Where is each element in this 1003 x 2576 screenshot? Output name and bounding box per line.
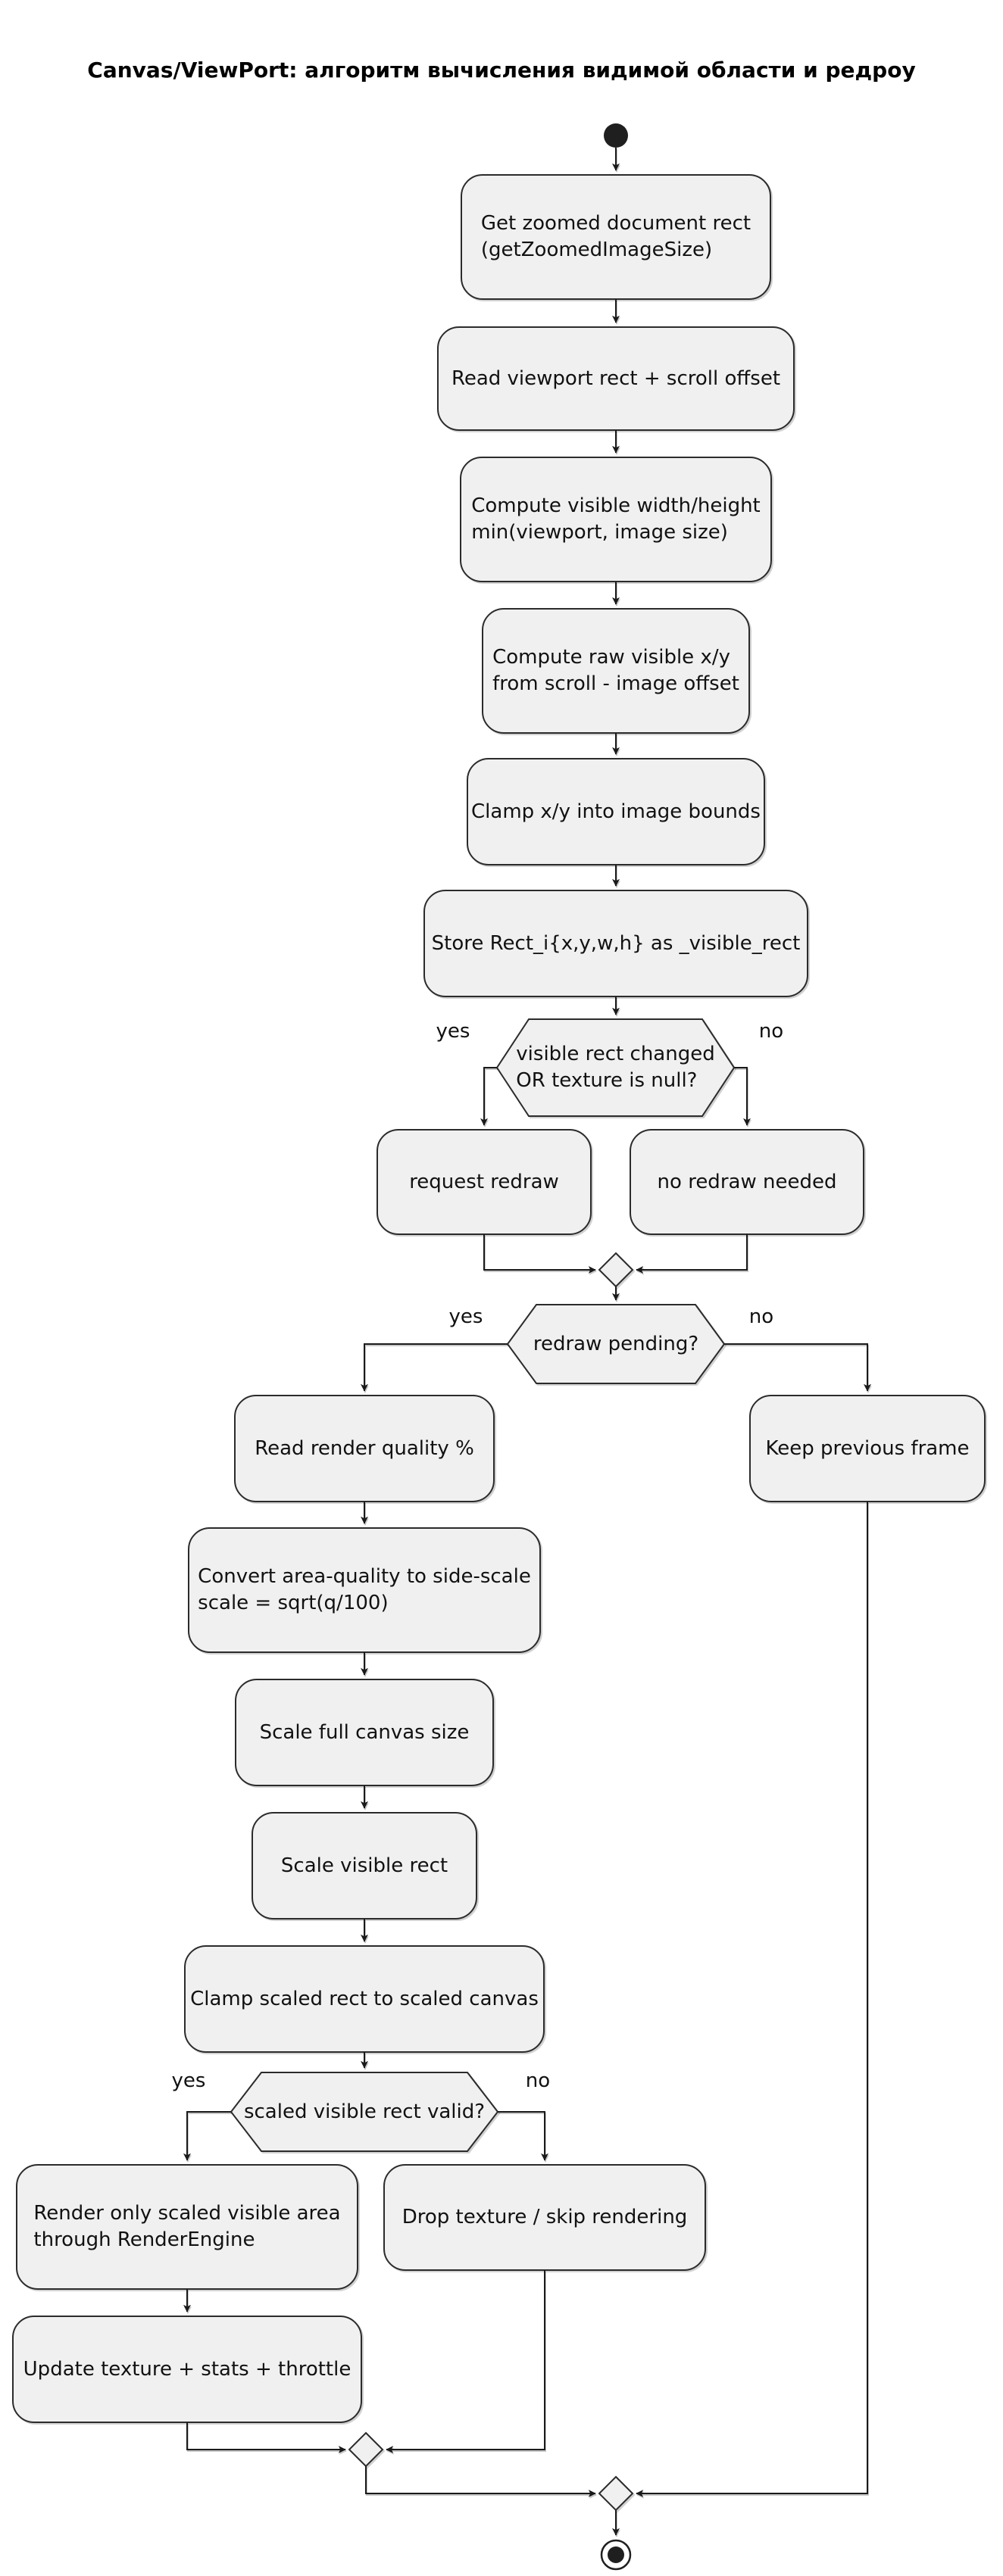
box-read-viewport — [437, 326, 795, 431]
merge-diamond-final — [598, 2475, 634, 2512]
box-drop-texture — [383, 2164, 706, 2271]
box-scale-visible — [252, 1812, 477, 1920]
box-read-quality — [234, 1395, 495, 1502]
box-update-texture — [12, 2316, 362, 2423]
box-keep-frame — [749, 1395, 986, 1502]
merge-diamond-redraw — [598, 1252, 634, 1288]
box-store-rect — [423, 890, 808, 997]
box-clamp-xy — [467, 758, 765, 865]
box-no-redraw — [630, 1129, 864, 1235]
hexagon-scaled-valid — [230, 2072, 499, 2152]
box-scale-canvas — [235, 1679, 494, 1786]
box-clamp-scaled — [184, 1945, 545, 2053]
box-convert-quality — [188, 1527, 541, 1653]
diagram-title: Canvas/ViewPort: алгоритм вычисления вид… — [87, 58, 916, 83]
box-get-zoomed-rect — [461, 174, 771, 300]
start-node — [604, 123, 628, 148]
end-node-dot — [608, 2546, 624, 2563]
merge-diamond-render — [348, 2431, 384, 2468]
box-render-visible — [16, 2164, 358, 2290]
box-request-redraw — [377, 1129, 592, 1235]
hexagon-redraw-pending — [506, 1304, 726, 1384]
box-compute-visible-wh — [460, 457, 772, 582]
hexagon-rect-changed — [495, 1018, 736, 1117]
box-compute-raw-xy — [482, 608, 750, 734]
